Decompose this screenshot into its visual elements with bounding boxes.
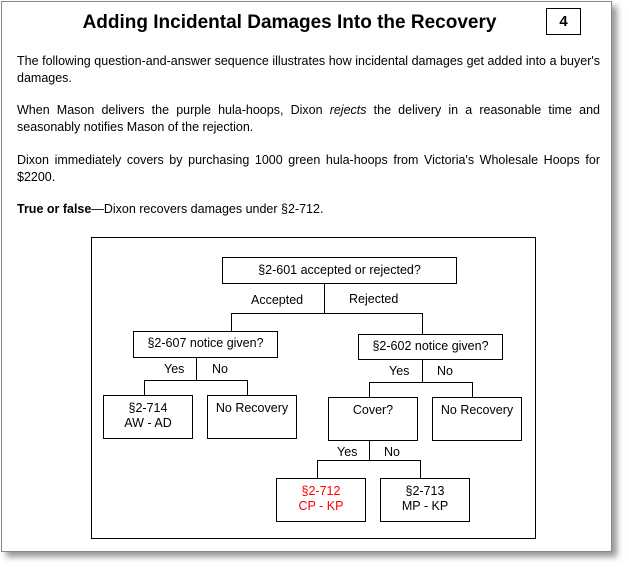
- paragraph-rejection: When Mason delivers the purple hula-hoop…: [17, 102, 600, 135]
- node-formula: AW - AD: [124, 416, 172, 430]
- connector-lines: [144, 283, 473, 478]
- page-title: Adding Incidental Damages Into the Recov…: [82, 12, 497, 33]
- slide-number: 4: [546, 8, 581, 35]
- question-label: True or false: [17, 202, 92, 216]
- question-text: —Dixon recovers damages under §2-712.: [91, 202, 324, 216]
- label-yes: Yes: [337, 445, 358, 459]
- node-no-recovery-left: No Recovery: [207, 395, 297, 439]
- node-title: §2-713: [405, 484, 445, 498]
- node-no-recovery-right: No Recovery: [432, 397, 522, 441]
- paragraph-question: True or false—Dixon recovers damages und…: [17, 201, 600, 218]
- node-formula: MP - KP: [401, 499, 449, 513]
- label-rejected: Rejected: [349, 292, 399, 306]
- paragraph-cover: Dixon immediately covers by purchasing 1…: [17, 153, 600, 184]
- node-accepted-or-rejected: §2-601 accepted or rejected?: [222, 257, 457, 284]
- node-2-607-notice: §2-607 notice given?: [133, 331, 278, 358]
- label-yes: Yes: [164, 362, 185, 376]
- label-no: No: [437, 364, 453, 378]
- node-title: §2-714: [128, 401, 168, 415]
- emphasis: rejects: [329, 103, 367, 117]
- paragraph-intro: The following question-and-answer sequen…: [17, 54, 600, 85]
- node-title: §2-712: [301, 484, 341, 498]
- label-no: No: [384, 445, 400, 459]
- label-accepted: Accepted: [251, 293, 304, 307]
- decision-tree-diagram: §2-601 accepted or rejected? Accepted Re…: [91, 237, 536, 539]
- label-no: No: [212, 362, 228, 376]
- node-2-602-notice: §2-602 notice given?: [358, 334, 503, 360]
- node-formula: CP - KP: [298, 499, 344, 513]
- slide-page: Adding Incidental Damages Into the Recov…: [1, 1, 612, 552]
- node-cover: Cover?: [328, 397, 418, 441]
- text: When Mason delivers the purple hula-hoop…: [17, 103, 330, 117]
- text: the delivery in a reasonable time and se…: [17, 103, 600, 134]
- label-yes: Yes: [389, 364, 410, 378]
